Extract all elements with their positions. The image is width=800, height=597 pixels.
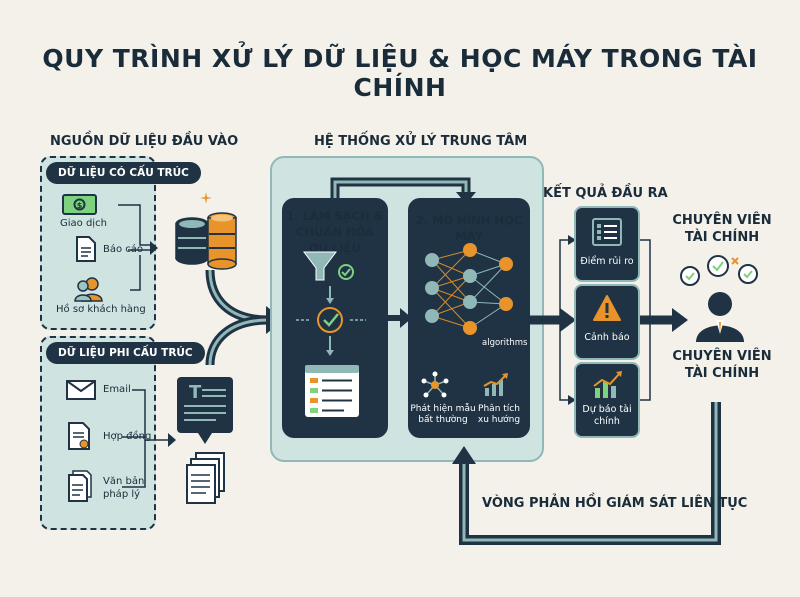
- center-section-heading: HỆ THỐNG XỬ LÝ TRUNG TÂM: [314, 134, 528, 149]
- checklist-icon: [592, 218, 622, 246]
- step-arrow: [388, 308, 412, 328]
- alert-label: Cảnh báo: [584, 332, 630, 343]
- ml-model-step-title: 2. MÔ HÌNH HỌC MÁY: [415, 213, 523, 243]
- warning-icon: [593, 295, 621, 321]
- legal-doc-label: Văn bản pháp lý: [103, 476, 145, 500]
- forecast-chart-icon: [593, 371, 622, 398]
- report-icon: [76, 236, 96, 262]
- contract-icon: [68, 422, 90, 450]
- page-title: QUY TRÌNH XỬ LÝ DỮ LIỆU & HỌC MÁY TRONG …: [42, 44, 758, 102]
- cleaning-step-title: 1. LÀM SẠCH & CHUẨN HÓA DỮ LIỆU: [286, 209, 384, 255]
- anomaly-detection-label: Phát hiện mẫu bất thường: [410, 404, 476, 425]
- output-section-heading: KẾT QUẢ ĐẦU RA: [543, 186, 668, 201]
- analyst-label-bottom: CHUYÊN VIÊN TÀI CHÍNH: [672, 349, 772, 381]
- risk-score-box: Điểm rủi ro: [574, 206, 640, 282]
- forecast-box: Dự báo tài chính: [574, 362, 640, 438]
- database-icon: [175, 212, 237, 270]
- money-icon: $: [62, 194, 97, 215]
- unstructured-data-panel: [40, 336, 156, 530]
- sparkle-icon: [200, 192, 212, 204]
- trend-analysis-label: Phân tích xu hướng: [477, 404, 521, 425]
- alert-box: Cảnh báo: [574, 284, 640, 360]
- transaction-label: Giao dịch: [60, 218, 107, 229]
- neural-network-icon: [425, 243, 513, 335]
- report-label: Báo cáo: [103, 244, 144, 255]
- input-section-heading: NGUỒN DỮ LIỆU ĐẦU VÀO: [50, 134, 239, 149]
- risk-score-label: Điểm rủi ro: [580, 256, 634, 267]
- anomaly-pattern-icon: [421, 371, 449, 398]
- analyst-label-top: CHUYÊN VIÊN TÀI CHÍNH: [672, 213, 772, 245]
- email-label: Email: [103, 384, 131, 395]
- email-icon: [66, 380, 96, 400]
- text-document-icon: T: [177, 377, 233, 444]
- feedback-loop-label: VÒNG PHẢN HỒI GIÁM SÁT LIÊN TỤC: [482, 496, 748, 511]
- stacked-documents-icon: [186, 452, 225, 504]
- center-output-arrow: [530, 308, 576, 332]
- svg-text:T: T: [189, 382, 202, 403]
- svg-text:$: $: [77, 201, 83, 210]
- unstructured-data-label: DỮ LIỆU PHI CẤU TRÚC: [46, 342, 205, 364]
- analyst-person-icon: [680, 255, 758, 342]
- algorithms-label: algorithms: [482, 338, 528, 348]
- structured-data-label: DỮ LIỆU CÓ CẤU TRÚC: [46, 162, 201, 184]
- data-table-icon: [305, 365, 359, 417]
- forecast-label: Dự báo tài chính: [582, 404, 632, 427]
- legal-doc-icon: [68, 470, 92, 502]
- trend-chart-icon: [483, 373, 508, 396]
- users-icon: [74, 277, 103, 302]
- filter-icon: [296, 251, 366, 356]
- customer-profile-label: Hồ sơ khách hàng: [56, 304, 146, 315]
